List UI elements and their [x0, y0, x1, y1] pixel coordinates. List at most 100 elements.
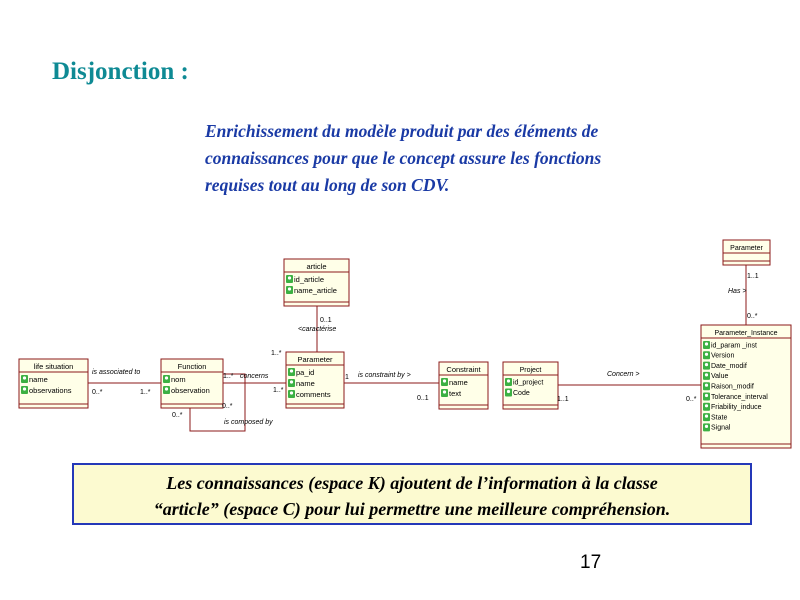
multiplicity-a: 1..1 [747, 273, 759, 280]
association-is-constraint: is constraint by > 1 0..1 [345, 372, 429, 402]
note-line-2: “article” (espace C) pour lui permettre … [153, 499, 671, 519]
note-line-1: Les connaissances (espace K) ajoutent de… [166, 473, 658, 493]
knowledge-note-box: Les connaissances (espace K) ajoutent de… [72, 463, 752, 525]
class-name: Parameter [730, 245, 763, 252]
class-name: article [306, 262, 326, 271]
class-attribute: pa_id [296, 368, 314, 377]
association-label: concerns [240, 373, 269, 380]
key-icon [288, 390, 295, 398]
class-attribute: observations [29, 386, 72, 395]
association-caracterise: <caractérise 0..1 1..* [271, 317, 336, 357]
key-icon [703, 413, 710, 422]
association-lines [88, 265, 747, 432]
association-label: is associated to [92, 369, 140, 376]
key-icon [286, 275, 293, 283]
multiplicity-a: 0..1 [320, 317, 332, 324]
class-attribute: Tolerance_interval [711, 394, 768, 401]
class-box [160, 358, 224, 409]
class-attribute: name_article [294, 286, 337, 295]
class-attribute: text [449, 389, 462, 398]
key-icon [505, 388, 512, 397]
association-label: <caractérise [298, 326, 336, 333]
multiplicity-b: 0..* [222, 403, 233, 410]
intro-line-2: connaissances pour que le concept assure… [205, 148, 602, 168]
association-is-composed: is composed by 0..* 0..* [172, 403, 273, 426]
intro-paragraph: Enrichissement du modèle produit par des… [205, 118, 765, 199]
class-attribute: State [711, 414, 727, 421]
association-label: is composed by [224, 419, 273, 426]
association-has: Has > 1..1 0..* [728, 273, 759, 320]
class-attribute: observation [171, 386, 210, 395]
class-attribute: comments [296, 390, 331, 399]
class-article: article id_article name_article [283, 258, 350, 307]
class-attribute: name [449, 378, 468, 387]
class-attribute: name [296, 379, 315, 388]
class-box [700, 324, 792, 449]
key-icon [288, 368, 295, 376]
multiplicity-a: 1..* [223, 373, 234, 380]
key-icon [703, 392, 710, 401]
class-attribute: Raison_modif [711, 384, 754, 391]
key-icon [505, 378, 512, 386]
class-constraint: Constraint name text [438, 361, 489, 410]
slide-title: Disjonction : [52, 58, 189, 85]
class-attribute: Signal [711, 425, 731, 432]
class-attribute: nom [171, 375, 186, 384]
multiplicity-b: 0..* [686, 396, 697, 403]
class-name: Parameter [297, 355, 333, 364]
class-attribute: name [29, 375, 48, 384]
key-icon [703, 402, 710, 411]
class-attribute: Version [711, 353, 734, 360]
multiplicity-a: 0..* [172, 412, 183, 419]
class-name: Constraint [446, 365, 481, 374]
class-name: Project [520, 367, 542, 374]
intro-line-3: requises tout au long de son CDV. [205, 175, 450, 195]
association-line-is-composed [189, 373, 246, 432]
multiplicity-a: 0..* [92, 389, 103, 396]
key-icon [703, 341, 710, 349]
intro-line-1: Enrichissement du modèle produit par des… [205, 121, 599, 141]
class-attribute: Friability_induce [711, 404, 762, 411]
key-icon [703, 423, 710, 432]
association-is-associated: is associated to 0..* 1..* [92, 369, 151, 396]
multiplicity-a: 1 [345, 374, 349, 381]
key-icon [286, 286, 293, 294]
class-attribute: Value [711, 373, 728, 380]
key-icon [21, 386, 28, 394]
class-life-situation: life situation name observations [18, 358, 89, 409]
key-icon [441, 378, 448, 386]
multiplicity-b: 1..* [140, 389, 151, 396]
key-icon [703, 361, 710, 370]
class-name: life situation [34, 362, 74, 371]
key-icon [703, 351, 710, 360]
association-labels: <caractérise 0..1 1..* is associated to 0..*… [92, 273, 759, 426]
association-label: Concern > [607, 371, 640, 378]
key-icon [163, 375, 170, 383]
class-box [18, 358, 89, 409]
association-label: Has > [728, 288, 746, 295]
class-attribute: id_article [294, 275, 324, 284]
class-parameter-top: Parameter [722, 239, 771, 266]
class-box [502, 361, 559, 410]
class-attribute: id_param _inst [711, 342, 757, 349]
key-icon [163, 386, 170, 394]
multiplicity-b: 0..* [747, 313, 758, 320]
key-icon [21, 375, 28, 383]
class-name: Parameter_Instance [714, 330, 777, 337]
class-attribute: id_project [513, 380, 543, 387]
multiplicity-a: 1..1 [557, 396, 569, 403]
association-label: is constraint by > [358, 372, 411, 379]
multiplicity-b: 0..1 [417, 395, 429, 402]
key-icon [703, 371, 710, 380]
key-icon [703, 382, 710, 391]
class-attribute: Code [513, 390, 530, 397]
multiplicity-b: 1..* [271, 350, 282, 357]
key-icon [288, 379, 295, 387]
